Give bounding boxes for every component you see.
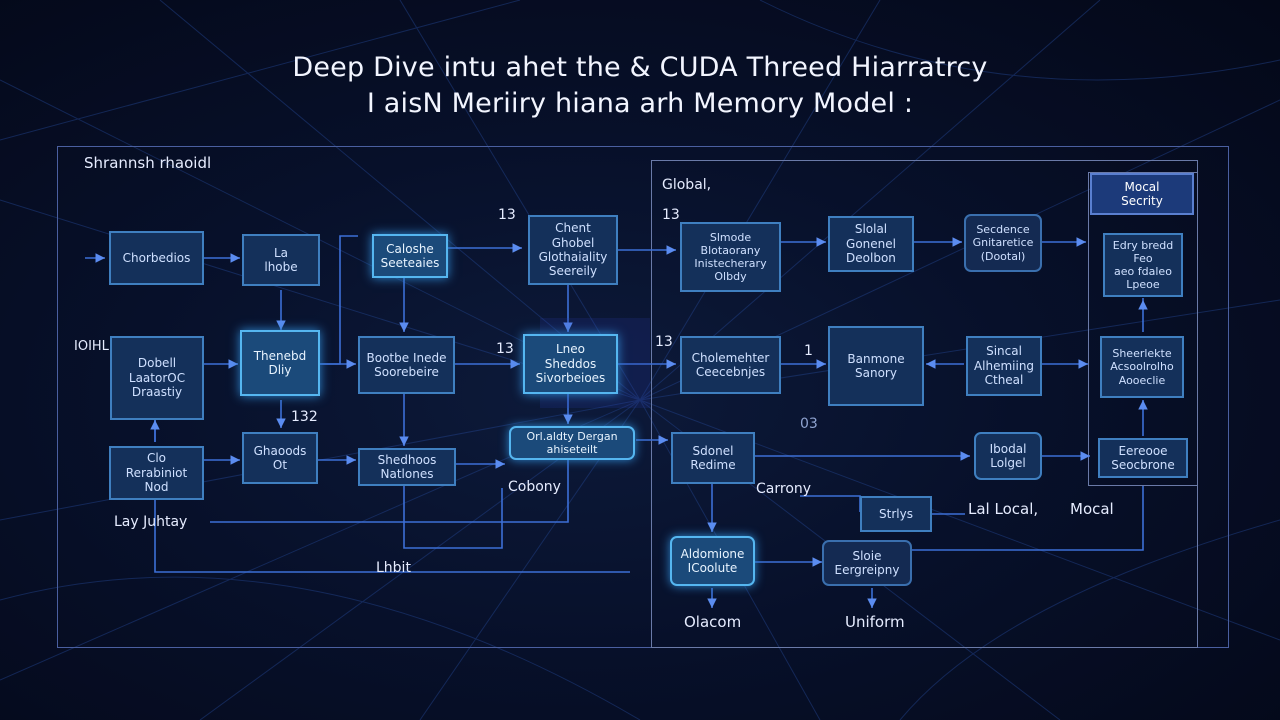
node-sincal[interactable]: Sincal Alhemiing Ctheal: [966, 336, 1042, 396]
node-lneo[interactable]: Lneo Sheddos Sivorbeioes: [523, 334, 618, 394]
node-shedhoos[interactable]: Shedhoos Natlones: [358, 448, 456, 486]
lay-label: Lay Juhtay: [114, 514, 188, 530]
uniform-label: Uniform: [845, 613, 905, 631]
node-banmone[interactable]: Banmone Sanory: [828, 326, 924, 406]
left-panel-frame: [57, 146, 1229, 648]
node-bootbe[interactable]: Bootbe Inede Soorebeire: [358, 336, 455, 394]
node-caloshe[interactable]: Caloshe Seeteaies: [372, 234, 448, 278]
node-chent[interactable]: Chent Ghobel Glothaiality Seereily: [528, 215, 618, 285]
node-cholemehter[interactable]: Cholemehter Ceecebnjes: [680, 336, 781, 394]
title-line-1: Deep Dive intu ahet the & CUDA Threed Hi…: [292, 52, 988, 83]
node-dobell[interactable]: Dobell LaatorOC Draastiy: [110, 336, 204, 420]
side-label: IOIHL: [74, 339, 109, 354]
annotation-13d: 13: [655, 334, 673, 350]
node-mocal-secrity[interactable]: Mocal Secrity: [1090, 173, 1194, 215]
annotation-03: 03: [800, 416, 818, 432]
node-thenebd[interactable]: Thenebd Dliy: [240, 330, 320, 396]
node-sheerlekte[interactable]: Sheerlekte Acsoolrolho Aooeclie: [1100, 336, 1184, 398]
annotation-13a: 13: [498, 207, 516, 223]
local-label: Lal Local,: [968, 500, 1039, 518]
mocal-label: Mocal: [1070, 500, 1114, 518]
node-orl-dergan[interactable]: Orl.aldty Dergan ahiseteilt: [509, 426, 635, 460]
cobony-label: Cobony: [508, 479, 561, 495]
title-line-2: I aisN Meriiry hiana arh Memory Model :: [366, 88, 914, 119]
node-secdence[interactable]: Secdence Gnitaretice (Dootal): [964, 214, 1042, 272]
bottom-path-label: Lhbit: [376, 560, 411, 576]
node-slolal[interactable]: Slolal Gonenel Deolbon: [828, 216, 914, 272]
right-panel-label: Global,: [662, 177, 712, 193]
node-sdonel[interactable]: Sdonel Redime: [671, 432, 755, 484]
annotation-13b: 13: [662, 207, 680, 223]
node-ibodal[interactable]: Ibodal Lolgel: [974, 432, 1042, 480]
annotation-13c: 13: [496, 341, 514, 357]
node-chorbedios[interactable]: Chorbedios: [109, 231, 204, 285]
node-la-lhobe[interactable]: La lhobe: [242, 234, 320, 286]
left-panel-label: Shrannsh rhaoidl: [84, 154, 212, 172]
memory-column-frame: [1088, 172, 1198, 486]
olacom-label: Olacom: [684, 613, 742, 631]
node-ghaoods[interactable]: Ghaoods Ot: [242, 432, 318, 484]
node-sloie[interactable]: Sloie Eergreipny: [822, 540, 912, 586]
node-eereooe[interactable]: Eereooe Seocbrone: [1098, 438, 1188, 478]
node-aldomione[interactable]: Aldomione ICoolute: [670, 536, 755, 586]
annotation-132: 132: [291, 409, 318, 425]
node-strlys[interactable]: Strlys: [860, 496, 932, 532]
carrony-label: Carrony: [756, 481, 812, 497]
node-slmode[interactable]: Slmode Blotaorany Inistecherary Olbdy: [680, 222, 781, 292]
node-edry-bredd[interactable]: Edry bredd Feo aeo fdaleo Lpeoe: [1103, 233, 1183, 297]
annotation-1: 1: [804, 343, 813, 359]
node-clo[interactable]: Clo Rerabiniot Nod: [109, 446, 204, 500]
